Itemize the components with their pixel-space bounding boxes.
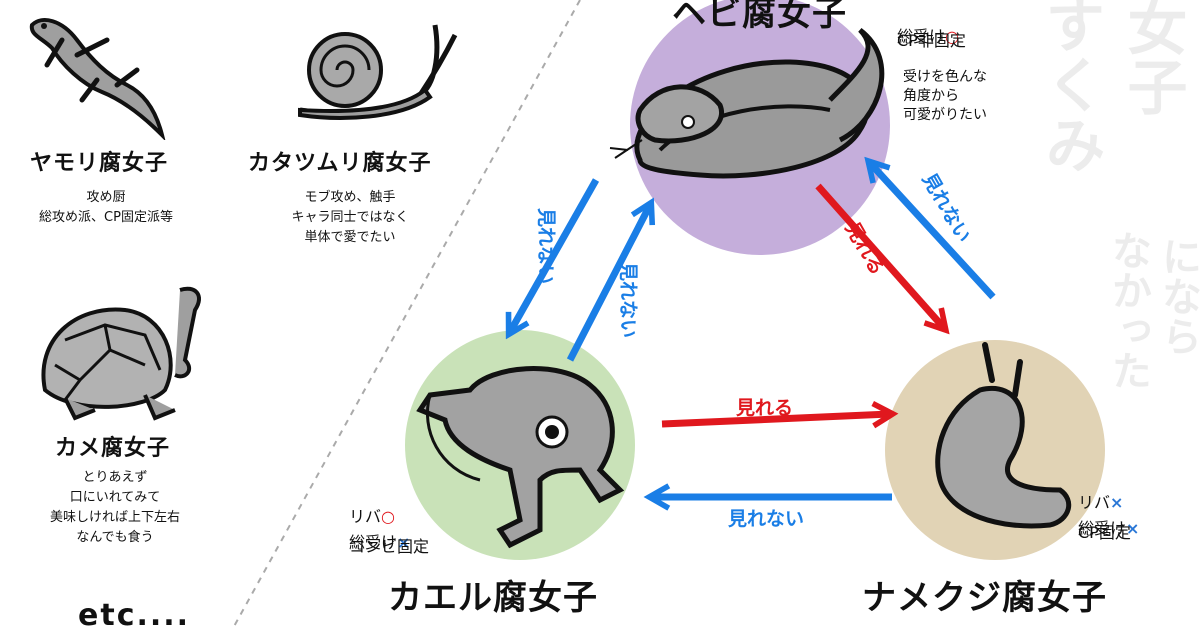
arrow-slug-to-snake (864, 156, 996, 300)
background-text-col1: 女子 (1117, 0, 1187, 116)
frog-title: カエル腐女子 (388, 578, 598, 618)
arrow-frog-to-slug (661, 401, 899, 429)
background-text-col2: すくみ (1035, 0, 1105, 174)
frog-note-line2: 総受け× (349, 510, 410, 554)
gecko-title: ヤモリ腐女子 (30, 151, 169, 176)
snake-title: ヘビ腐女子 (672, 0, 847, 34)
snake-note-1a-text: 総受け (897, 27, 946, 46)
slug-note-line2: 総受け× (1078, 496, 1139, 540)
slug-note-line1-text: リバ (1078, 493, 1111, 512)
frog-note-line1-mark: ○ (381, 507, 395, 526)
arrow-snake-to-slug (815, 183, 950, 335)
gecko-description: 攻め厨 総攻め派、CP固定派等 (39, 190, 173, 225)
turtle-illustration (41, 286, 201, 421)
frog-note-line1: リバ○ (349, 484, 395, 528)
frog-illustration (416, 366, 625, 549)
slug-note-line1-mark: × (1110, 493, 1124, 512)
arrow-frog-to-snake (566, 197, 656, 362)
slug-title: ナメクジ腐女子 (862, 578, 1107, 618)
background-text-col3: になら (1155, 236, 1200, 356)
frog-note-line2-mark: × (397, 533, 411, 552)
background-text-col4: なかった (1105, 230, 1151, 390)
snake-note-1a-mark: ○ (945, 27, 959, 46)
snail-illustration (298, 24, 458, 120)
slug-note-line2-text: 総受け (1078, 519, 1127, 538)
label-frog-to-slug: 見れる (736, 397, 793, 419)
arrow-snake-to-frog (505, 178, 600, 340)
snake-note-2: 受けを色んな 角度から 可愛がりたい (903, 69, 987, 123)
etc-text: etc.... (78, 598, 191, 633)
slug-note-line1: リバ× (1078, 470, 1123, 514)
frog-note-line1-text: リバ (349, 507, 382, 526)
slug-note-line3: CP固定 (1078, 523, 1131, 542)
turtle-title: カメ腐女子 (55, 436, 171, 461)
slug-note-line2-mark: × (1126, 519, 1140, 538)
frog-note-line3: コンビ固定 (349, 537, 430, 556)
frog-note-line2-text: 総受け (349, 533, 398, 552)
turtle-description: とりあえず 口にいれてみて 美味しければ上下左右 なんでも食う (49, 470, 180, 545)
snake-illustration (609, 28, 885, 179)
slug-illustration (935, 342, 1072, 529)
snake-note-1a: 総受け○ (897, 4, 959, 48)
snail-title: カタツムリ腐女子 (248, 151, 432, 176)
snake-note-1b: CP非固定 (897, 31, 966, 50)
label-snake-to-frog: 見れない (535, 208, 557, 284)
snail-description: モブ攻め、触手 キャラ同士ではなく 単体で愛でたい (291, 190, 409, 245)
label-slug-to-snake: 見れない (918, 170, 975, 247)
label-slug-to-frog: 見れない (728, 508, 804, 530)
label-snake-to-slug: 見れる (841, 219, 889, 279)
gecko-illustration (29, 18, 166, 140)
label-frog-to-snake: 見れない (617, 262, 639, 338)
